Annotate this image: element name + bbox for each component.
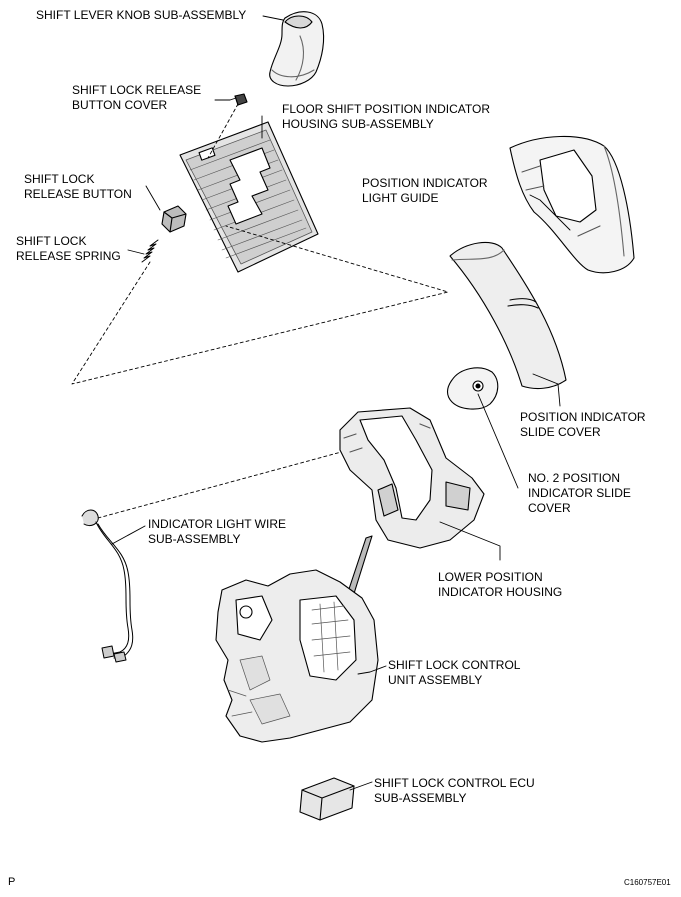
indicator-light-wire [81, 509, 134, 663]
label-line: SHIFT LOCK [16, 234, 87, 248]
label-line: BUTTON COVER [72, 98, 168, 112]
indicator-housing [179, 121, 319, 273]
label-line: HOUSING SUB-ASSEMBLY [282, 117, 434, 131]
leader-lines [111, 15, 571, 791]
label-line: SHIFT LOCK CONTROL [388, 658, 521, 672]
label-line: RELEASE BUTTON [24, 187, 132, 201]
guide-line-bracket [71, 225, 449, 385]
label-ecu: SHIFT LOCK CONTROL ECU SUB-ASSEMBLY [374, 776, 535, 806]
label-release-button: SHIFT LOCK RELEASE BUTTON [24, 172, 132, 202]
label-line: SUB-ASSEMBLY [148, 532, 241, 546]
label-indicator-housing: FLOOR SHIFT POSITION INDICATOR HOUSING S… [282, 102, 490, 132]
figure-code: C160757E01 [624, 878, 671, 887]
guide-line-wire [97, 447, 357, 519]
label-line: NO. 2 POSITION [528, 471, 621, 485]
label-no2-slide-cover: NO. 2 POSITION INDICATOR SLIDE COVER [528, 471, 631, 516]
shift-lock-control-unit [215, 535, 379, 743]
label-slide-cover: POSITION INDICATOR SLIDE COVER [520, 410, 646, 440]
label-line: SUB-ASSEMBLY [374, 791, 467, 805]
label-indicator-light-wire: INDICATOR LIGHT WIRE SUB-ASSEMBLY [148, 517, 286, 547]
label-line: SHIFT LOCK [24, 172, 95, 186]
label-line: SHIFT LOCK RELEASE [72, 83, 202, 97]
label-control-unit: SHIFT LOCK CONTROL UNIT ASSEMBLY [388, 658, 520, 688]
label-lower-indicator-housing: LOWER POSITION INDICATOR HOUSING [438, 570, 562, 600]
label-line: POSITION INDICATOR [362, 176, 488, 190]
label-release-spring: SHIFT LOCK RELEASE SPRING [16, 234, 121, 264]
shift-lock-ecu [299, 777, 355, 821]
light-guide [509, 135, 635, 274]
page-mark: P [8, 876, 16, 888]
release-button-cover [234, 93, 248, 106]
slide-cover [449, 241, 567, 390]
label-line: SHIFT LOCK CONTROL ECU [374, 776, 535, 790]
label-shift-lever-knob: SHIFT LEVER KNOB SUB-ASSEMBLY [36, 8, 246, 23]
label-line: RELEASE SPRING [16, 249, 121, 263]
guide-line-cover [207, 103, 239, 159]
shift-lever-knob [269, 11, 325, 87]
label-line: COVER [528, 501, 571, 515]
release-button [161, 205, 187, 233]
label-line: INDICATOR SLIDE [528, 486, 631, 500]
label-line: UNIT ASSEMBLY [388, 673, 483, 687]
label-line: FLOOR SHIFT POSITION INDICATOR [282, 102, 491, 116]
label-line: LIGHT GUIDE [362, 191, 439, 205]
release-spring [141, 239, 159, 263]
label-light-guide: POSITION INDICATOR LIGHT GUIDE [362, 176, 488, 206]
lower-indicator-housing [339, 407, 485, 549]
label-line: SHIFT LEVER KNOB SUB-ASSEMBLY [36, 8, 247, 22]
label-line: LOWER POSITION [438, 570, 543, 584]
label-line: INDICATOR HOUSING [438, 585, 563, 599]
label-line: POSITION INDICATOR [520, 410, 646, 424]
no2-slide-cover [446, 367, 499, 410]
label-line: INDICATOR LIGHT WIRE [148, 517, 287, 531]
label-line: SLIDE COVER [520, 425, 601, 439]
label-release-button-cover: SHIFT LOCK RELEASE BUTTON COVER [72, 83, 201, 113]
